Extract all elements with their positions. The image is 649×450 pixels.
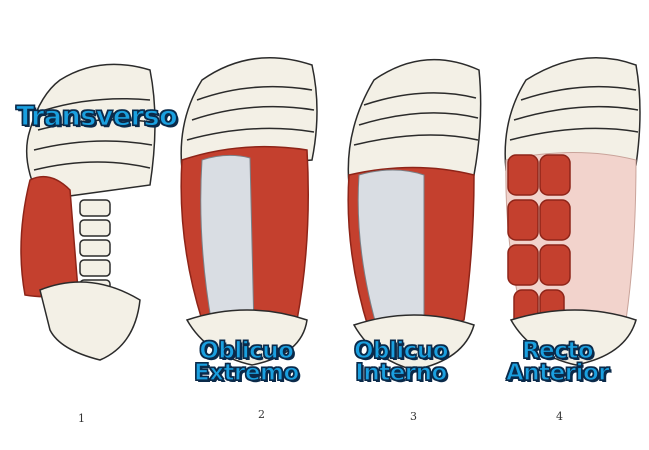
panel-number: 2 <box>258 408 265 421</box>
rib-cage <box>347 58 482 186</box>
panel-oblicuo-interno: Oblicuo Interno 3 <box>324 0 486 446</box>
label-oblicuo-interno: Oblicuo Interno <box>353 338 449 386</box>
rectus-abdominis-muscle <box>507 154 571 331</box>
pelvis <box>352 314 475 371</box>
rib-cage <box>25 63 156 201</box>
panel-number: 1 <box>78 412 85 425</box>
illustration-oblicuo-extremo <box>180 56 318 366</box>
pelvis <box>185 309 308 366</box>
transverse-muscle <box>20 175 79 298</box>
pelvis <box>509 309 637 366</box>
illustration-oblicuo-interno <box>347 58 482 371</box>
fascia <box>200 154 255 333</box>
panel-number: 3 <box>410 410 417 423</box>
illustration-transverso <box>20 63 156 361</box>
label-recto-anterior: Recto Anterior <box>505 338 610 386</box>
illustration-recto-anterior <box>504 56 641 366</box>
rib-cage <box>504 56 641 171</box>
label-oblicuo-extremo: Oblicuo Extremo <box>193 338 299 386</box>
pelvis <box>39 281 141 361</box>
label-transverso: Transverso <box>15 101 178 132</box>
panel-transverso: Transverso 1 <box>0 0 178 446</box>
rib-cage <box>180 56 318 171</box>
panel-oblicuo-extremo: Oblicuo Extremo 2 <box>162 0 324 446</box>
panel-number: 4 <box>556 410 563 423</box>
panel-recto-anterior: Recto Anterior 4 <box>486 0 649 446</box>
